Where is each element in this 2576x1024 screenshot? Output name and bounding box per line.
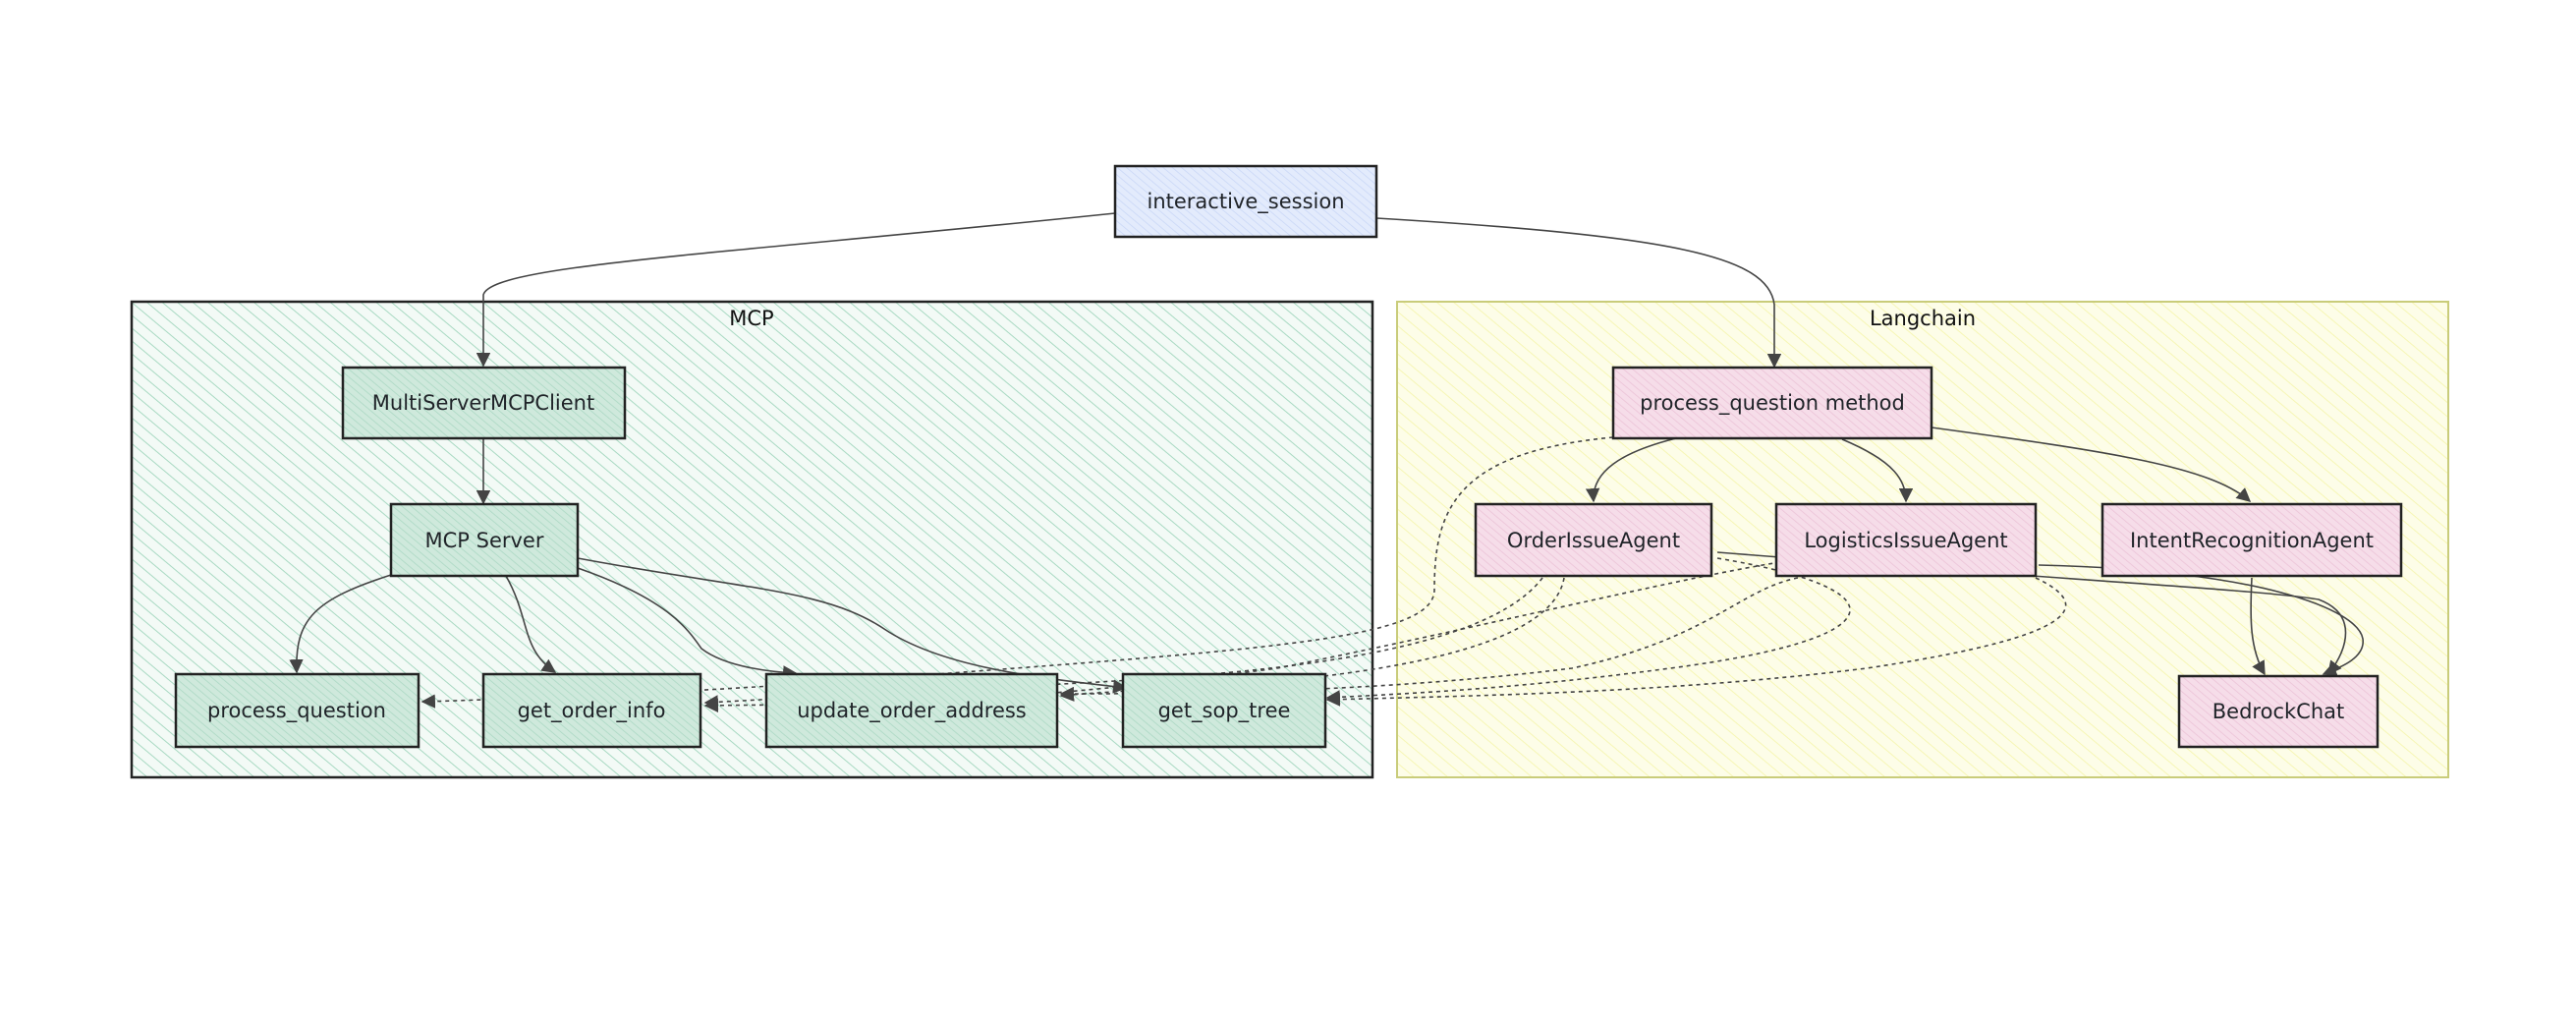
edge-method-to-order-issue-agent xyxy=(1585,437,1677,503)
node-interactive-session-label: interactive_session xyxy=(1148,190,1345,214)
node-multiserver-mcp-client[interactable]: MultiServerMCPClient xyxy=(341,366,627,440)
edge-mcp-server-to-get-order-info xyxy=(505,575,557,673)
edge-method-to-intent-recognition-agent xyxy=(1931,427,2252,502)
node-tool-process-question[interactable]: process_question xyxy=(174,672,420,749)
node-tool-get-order-info[interactable]: get_order_info xyxy=(481,672,702,749)
node-order-issue-agent-label: OrderIssueAgent xyxy=(1507,529,1680,552)
edge-order-agent-to-get-sop-tree xyxy=(1325,557,1851,705)
edge-session-to-mcp-client xyxy=(476,212,1116,368)
group-langchain-title: Langchain xyxy=(1870,307,1976,330)
node-multiserver-mcp-client-label: MultiServerMCPClient xyxy=(372,391,594,415)
node-mcp-server-label: MCP Server xyxy=(425,529,544,552)
node-process-question-method[interactable]: process_question method xyxy=(1611,366,1933,440)
edge-logistics-agent-to-get-sop-tree xyxy=(1325,577,2067,707)
edge-intent-agent-to-bedrock-chat xyxy=(2250,577,2266,676)
edge-mcp-server-to-update-order-address xyxy=(577,567,798,680)
node-tool-get-sop-tree[interactable]: get_sop_tree xyxy=(1121,672,1327,749)
node-mcp-server[interactable]: MCP Server xyxy=(389,502,580,578)
node-logistics-issue-agent[interactable]: LogisticsIssueAgent xyxy=(1774,502,2038,578)
node-tool-update-order-address-label: update_order_address xyxy=(797,699,1027,723)
node-process-question-method-label: process_question method xyxy=(1640,391,1905,416)
edge-session-to-process-question-method xyxy=(1375,217,1782,369)
edge-logistics-agent-to-update-order-address xyxy=(1059,577,1799,702)
edge-mcp-server-to-process-question-tool xyxy=(289,574,392,674)
node-tool-get-sop-tree-label: get_sop_tree xyxy=(1158,699,1291,723)
node-interactive-session[interactable]: interactive_session xyxy=(1113,164,1378,239)
node-logistics-issue-agent-label: LogisticsIssueAgent xyxy=(1804,529,2007,552)
node-bedrock-chat[interactable]: BedrockChat xyxy=(2177,674,2380,749)
edge-method-to-process-question-tool xyxy=(420,436,1614,709)
node-intent-recognition-agent[interactable]: IntentRecognitionAgent xyxy=(2100,502,2403,578)
node-tool-update-order-address[interactable]: update_order_address xyxy=(764,672,1059,749)
node-tool-get-order-info-label: get_order_info xyxy=(518,699,666,723)
node-intent-recognition-agent-label: IntentRecognitionAgent xyxy=(2130,529,2374,552)
group-mcp-title: MCP xyxy=(729,307,773,330)
node-bedrock-chat-label: BedrockChat xyxy=(2212,700,2344,723)
edge-method-to-logistics-issue-agent xyxy=(1841,438,1914,503)
node-order-issue-agent[interactable]: OrderIssueAgent xyxy=(1474,502,1713,578)
node-tool-process-question-label: process_question xyxy=(207,699,386,723)
